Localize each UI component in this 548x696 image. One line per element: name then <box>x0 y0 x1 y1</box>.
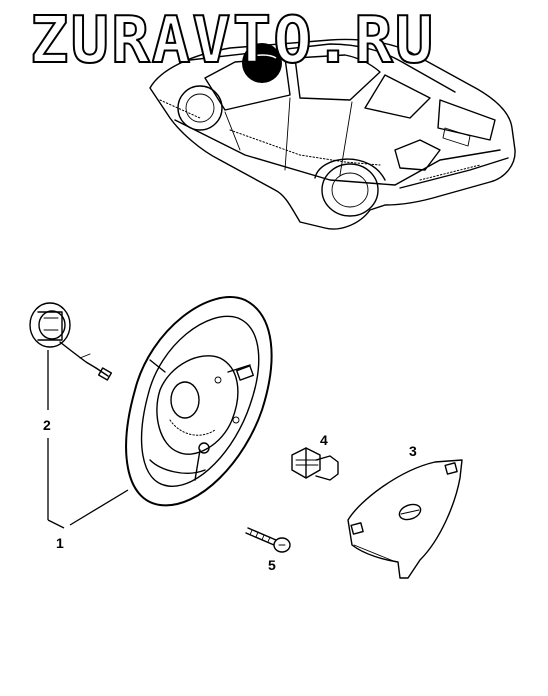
leader-lines <box>47 350 129 529</box>
callout-5: 5 <box>268 557 276 573</box>
callout-2: 2 <box>43 417 51 433</box>
part-3-horn-pad <box>347 459 463 579</box>
car-illustration <box>149 38 516 230</box>
watermark-text: ZURAVTO.RU <box>30 4 435 78</box>
callout-3: 3 <box>409 443 417 459</box>
part-1-steering-wheel <box>125 296 273 507</box>
part-4-nut <box>291 447 339 481</box>
location-marker <box>242 43 282 83</box>
part-5-bolt <box>245 527 291 553</box>
part-2-contact-unit <box>29 302 113 381</box>
callout-1: 1 <box>56 535 64 551</box>
callout-4: 4 <box>320 432 328 448</box>
